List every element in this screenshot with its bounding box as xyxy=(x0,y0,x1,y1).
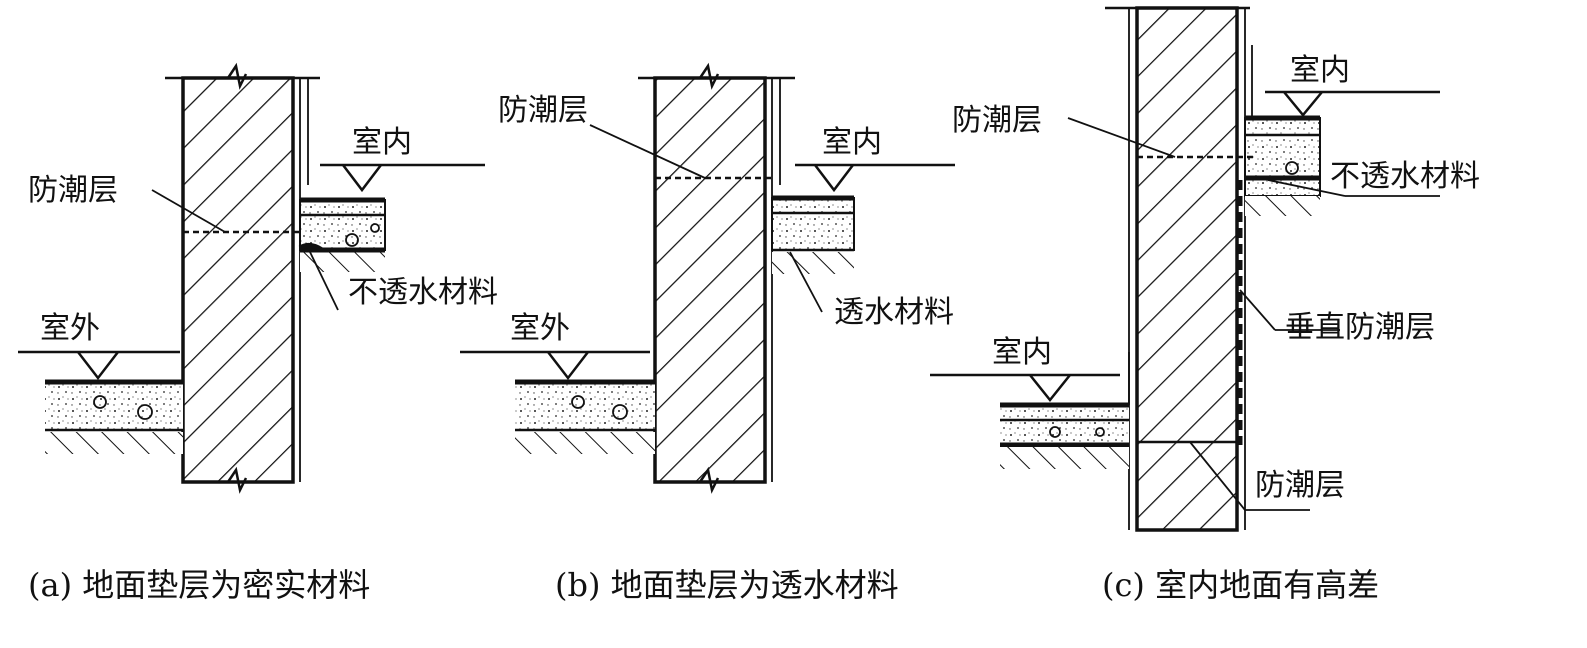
panel-a: 室内 防潮层 不透水材料 室外 xyxy=(18,62,498,494)
dpc-lower-label-c: 防潮层 xyxy=(1255,468,1345,503)
indoor-lower-label-c: 室内 xyxy=(992,335,1052,370)
material-label-a: 不透水材料 xyxy=(348,275,498,310)
wall-c xyxy=(1135,6,1239,532)
outdoor-label-a: 室外 xyxy=(40,311,100,346)
outdoor-label-b: 室外 xyxy=(510,311,570,346)
material-label-c: 不透水材料 xyxy=(1330,159,1480,194)
indoor-label-b: 室内 xyxy=(822,125,882,160)
dpc-label-b: 防潮层 xyxy=(498,93,588,128)
indoor-label-a: 室内 xyxy=(352,125,412,160)
panel-c: 室内 防潮层 不透水材料 垂直防潮层 室内 防潮层 xyxy=(930,6,1480,532)
panel-b: 室内 防潮层 透水材料 室外 xyxy=(460,62,955,494)
caption-b: (b) 地面垫层为透水材料 xyxy=(555,566,899,604)
caption-c: (c) 室内地面有高差 xyxy=(1102,566,1379,604)
dpc-label-a: 防潮层 xyxy=(28,173,118,208)
indoor-upper-label-c: 室内 xyxy=(1290,53,1350,88)
wall-a xyxy=(181,76,295,484)
material-label-b: 透水材料 xyxy=(834,295,954,330)
vertical-dpc-label-c: 垂直防潮层 xyxy=(1285,310,1435,345)
caption-a: (a) 地面垫层为密实材料 xyxy=(28,566,370,604)
dpc-upper-label-c: 防潮层 xyxy=(952,103,1042,138)
wall-b xyxy=(653,76,767,484)
